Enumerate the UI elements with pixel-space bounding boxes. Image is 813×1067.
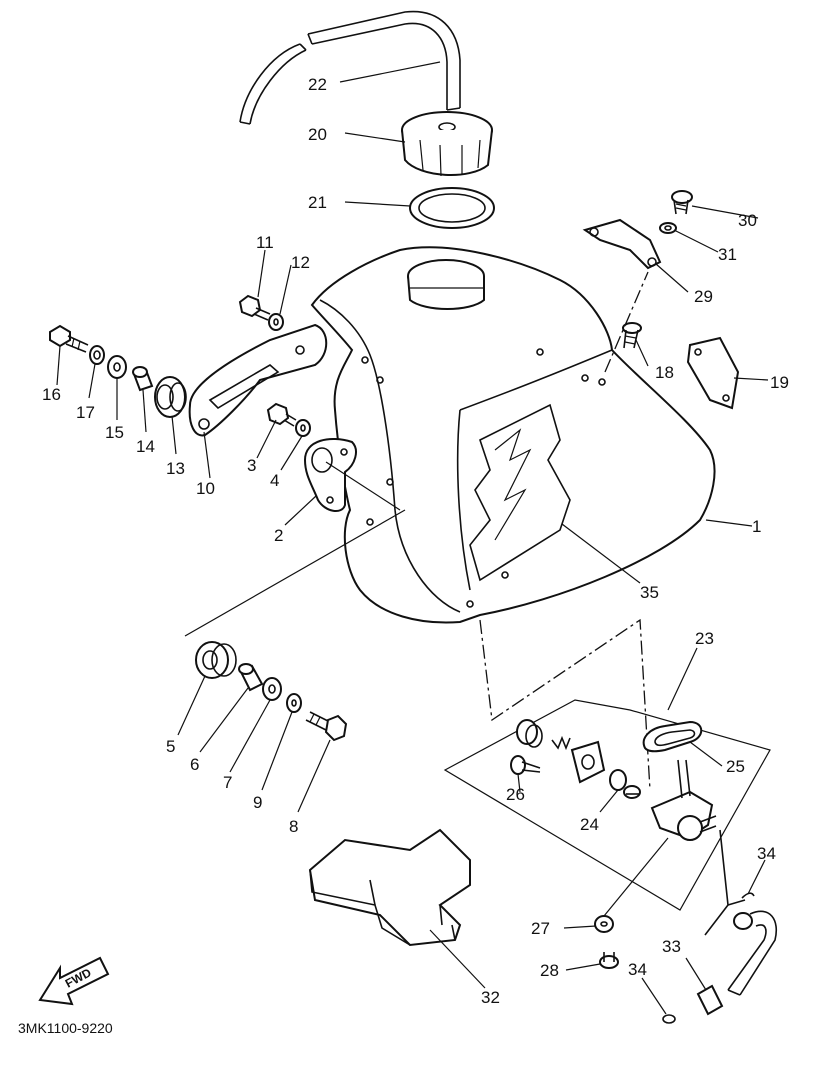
callout-34-lower: 34: [628, 960, 647, 979]
callout-29: 29: [694, 287, 713, 306]
mount-guide-line: [184, 509, 406, 637]
callout-11: 11: [256, 233, 274, 252]
fuel-cock-body-part: [650, 759, 717, 841]
collar-14-part: [132, 366, 154, 392]
screw-28-part: [599, 952, 619, 969]
clip-34-lower-part: [662, 1014, 676, 1024]
plate-part: [570, 740, 606, 784]
callout-15: 15: [105, 423, 124, 442]
fwd-arrow-icon: FWD: [38, 956, 110, 1006]
washer-12-part: [268, 313, 284, 331]
callout-9: 9: [253, 793, 262, 812]
washer-7-part: [262, 677, 282, 701]
bolt-30-part: [671, 190, 693, 215]
bolt-8-part: [305, 711, 348, 742]
washer-31-part: [659, 222, 677, 234]
bolt-18-part: [622, 322, 642, 349]
callout-8: 8: [289, 817, 298, 836]
callout-25: 25: [726, 757, 745, 776]
washer-15-part: [107, 355, 127, 379]
callout-20: 20: [308, 125, 327, 144]
callout-6: 6: [190, 755, 199, 774]
gasket-25-part: [642, 720, 703, 753]
callout-31: 31: [718, 245, 737, 264]
bracket-29-part: [582, 218, 662, 270]
fuel-tank-part: [310, 246, 716, 624]
damper-5-part: [195, 641, 237, 679]
callout-18: 18: [655, 363, 674, 382]
lever-26-part: [510, 755, 541, 775]
callout-23: 23: [695, 629, 714, 648]
cock-guide-line: [479, 618, 651, 791]
leader-lines: [56, 61, 769, 1015]
cap-gasket-part: [409, 187, 495, 229]
fuel-hose-33-part: [696, 829, 777, 1016]
callout-7: 7: [223, 773, 232, 792]
callout-labels: 1 2 3 4 5 6 7 8 9 10 11 12 13 14 15 16 1…: [42, 75, 789, 1007]
oring-24-part: [609, 769, 627, 791]
callout-22: 22: [308, 75, 327, 94]
filter-part: [623, 785, 641, 799]
callout-14: 14: [136, 437, 155, 456]
callout-5: 5: [166, 737, 175, 756]
bracket-2-part: [303, 438, 357, 512]
drain-27-part: [594, 915, 614, 933]
knob-part: [516, 719, 543, 748]
callout-10: 10: [196, 479, 215, 498]
callout-34-upper: 34: [757, 844, 776, 863]
callout-16: 16: [42, 385, 61, 404]
spring-part: [551, 735, 571, 751]
bracket-10-part: [188, 323, 328, 437]
collar-6-part: [238, 663, 264, 692]
callout-4: 4: [270, 471, 279, 490]
callout-12: 12: [291, 253, 310, 272]
callout-3: 3: [247, 456, 256, 475]
callout-21: 21: [308, 193, 327, 212]
drain-leader: [603, 837, 669, 917]
callout-17: 17: [76, 403, 95, 422]
bolt-11-part: [238, 294, 271, 321]
callout-24: 24: [580, 815, 599, 834]
grommet-13-part: [154, 376, 187, 418]
callout-2: 2: [274, 526, 283, 545]
pad-32-part: [308, 828, 471, 947]
plate-19-part: [686, 336, 740, 410]
callout-13: 13: [166, 459, 185, 478]
bolt-16-part: [49, 324, 89, 353]
callout-33: 33: [662, 937, 681, 956]
bolt-3-part: [266, 402, 297, 427]
clip-34-upper-part: [741, 892, 755, 899]
washer-4-part: [295, 419, 311, 437]
callout-26: 26: [506, 785, 525, 804]
cock-assembly-outline: [443, 699, 771, 911]
washer-9-part: [286, 693, 302, 713]
callout-19: 19: [770, 373, 789, 392]
callout-1: 1: [752, 517, 761, 536]
callout-35: 35: [640, 583, 659, 602]
leader-bracket-2: [325, 461, 401, 511]
callout-27: 27: [531, 919, 550, 938]
callout-28: 28: [540, 961, 559, 980]
breather-hose-part: [239, 10, 461, 125]
washer-17-part: [89, 345, 105, 365]
callout-32: 32: [481, 988, 500, 1007]
fuel-cap-part: [401, 111, 493, 177]
drawing-code: 3MK1100-9220: [18, 1020, 113, 1036]
callout-30: 30: [738, 211, 757, 230]
